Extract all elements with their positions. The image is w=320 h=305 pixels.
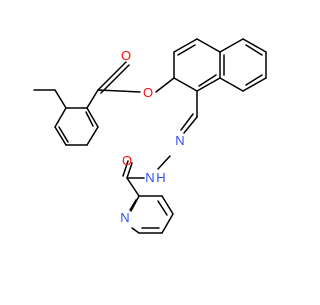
atom-o-link: O [143, 85, 153, 100]
bond-n-n [157, 155, 171, 170]
bond-ring-a-6 [86, 107, 99, 128]
atom-n-hydrazone-1: N [175, 133, 184, 148]
bond-carbonyl-double-2 [100, 64, 130, 94]
bond-o-to-naph [155, 77, 175, 93]
bond-ch-n-double-1 [183, 116, 198, 134]
bond-pyr-2 [161, 195, 174, 215]
bond-naph-9 [219, 38, 244, 53]
bond-pyr-6 [130, 195, 140, 212]
bond-amide-double-2 [122, 160, 129, 177]
atom-n-hydrazone-2: N [145, 170, 154, 185]
bond-pyr-5 [131, 227, 140, 234]
bond-pyr-3 [161, 213, 174, 234]
atom-o-amide: O [122, 153, 132, 168]
molecule-structure: O O O N N H N [33, 38, 267, 234]
bond-ring-a-9 [85, 111, 94, 127]
bond-naph-15 [245, 74, 263, 86]
bond-naph-8 [198, 74, 217, 87]
bond-naph-3 [196, 38, 221, 53]
bond-ring-a-2 [54, 107, 67, 128]
bond-ring-a-5 [86, 126, 99, 146]
bond-carbonyl-to-pyr [126, 177, 140, 197]
atom-n-pyridine: N [120, 210, 129, 225]
bond-carbonyl-double-1 [97, 61, 127, 91]
bond-carbonyl-to-o [97, 89, 141, 93]
atom-h-nh: H [156, 170, 165, 185]
bond-naph-14 [245, 44, 263, 56]
molecule-drawing: O O O N N H N [33, 38, 267, 234]
bond-ring-a-1 [54, 89, 67, 109]
bond-amide-double-1 [126, 162, 133, 179]
atom-labels: O O O N N H N [120, 48, 184, 225]
bond-ch-n-double-2 [180, 113, 194, 131]
bond-ring-a-8 [58, 126, 69, 143]
bond-naph-2 [173, 38, 198, 53]
bond-naph-10 [242, 38, 267, 53]
bond-naph-7 [177, 44, 196, 56]
bond-naph-13 [219, 77, 244, 92]
bond-ring-a-3 [54, 126, 67, 146]
bond-naph-6 [173, 77, 198, 92]
bonds [33, 38, 267, 234]
bond-pyr-7 [157, 200, 168, 216]
atom-o-carbonyl: O [121, 48, 131, 63]
bond-naph-12 [242, 77, 267, 92]
bond-pyr-9 [129, 199, 137, 211]
bond-naph-5 [196, 77, 221, 92]
bond-ring-to-carbonyl [86, 89, 99, 109]
